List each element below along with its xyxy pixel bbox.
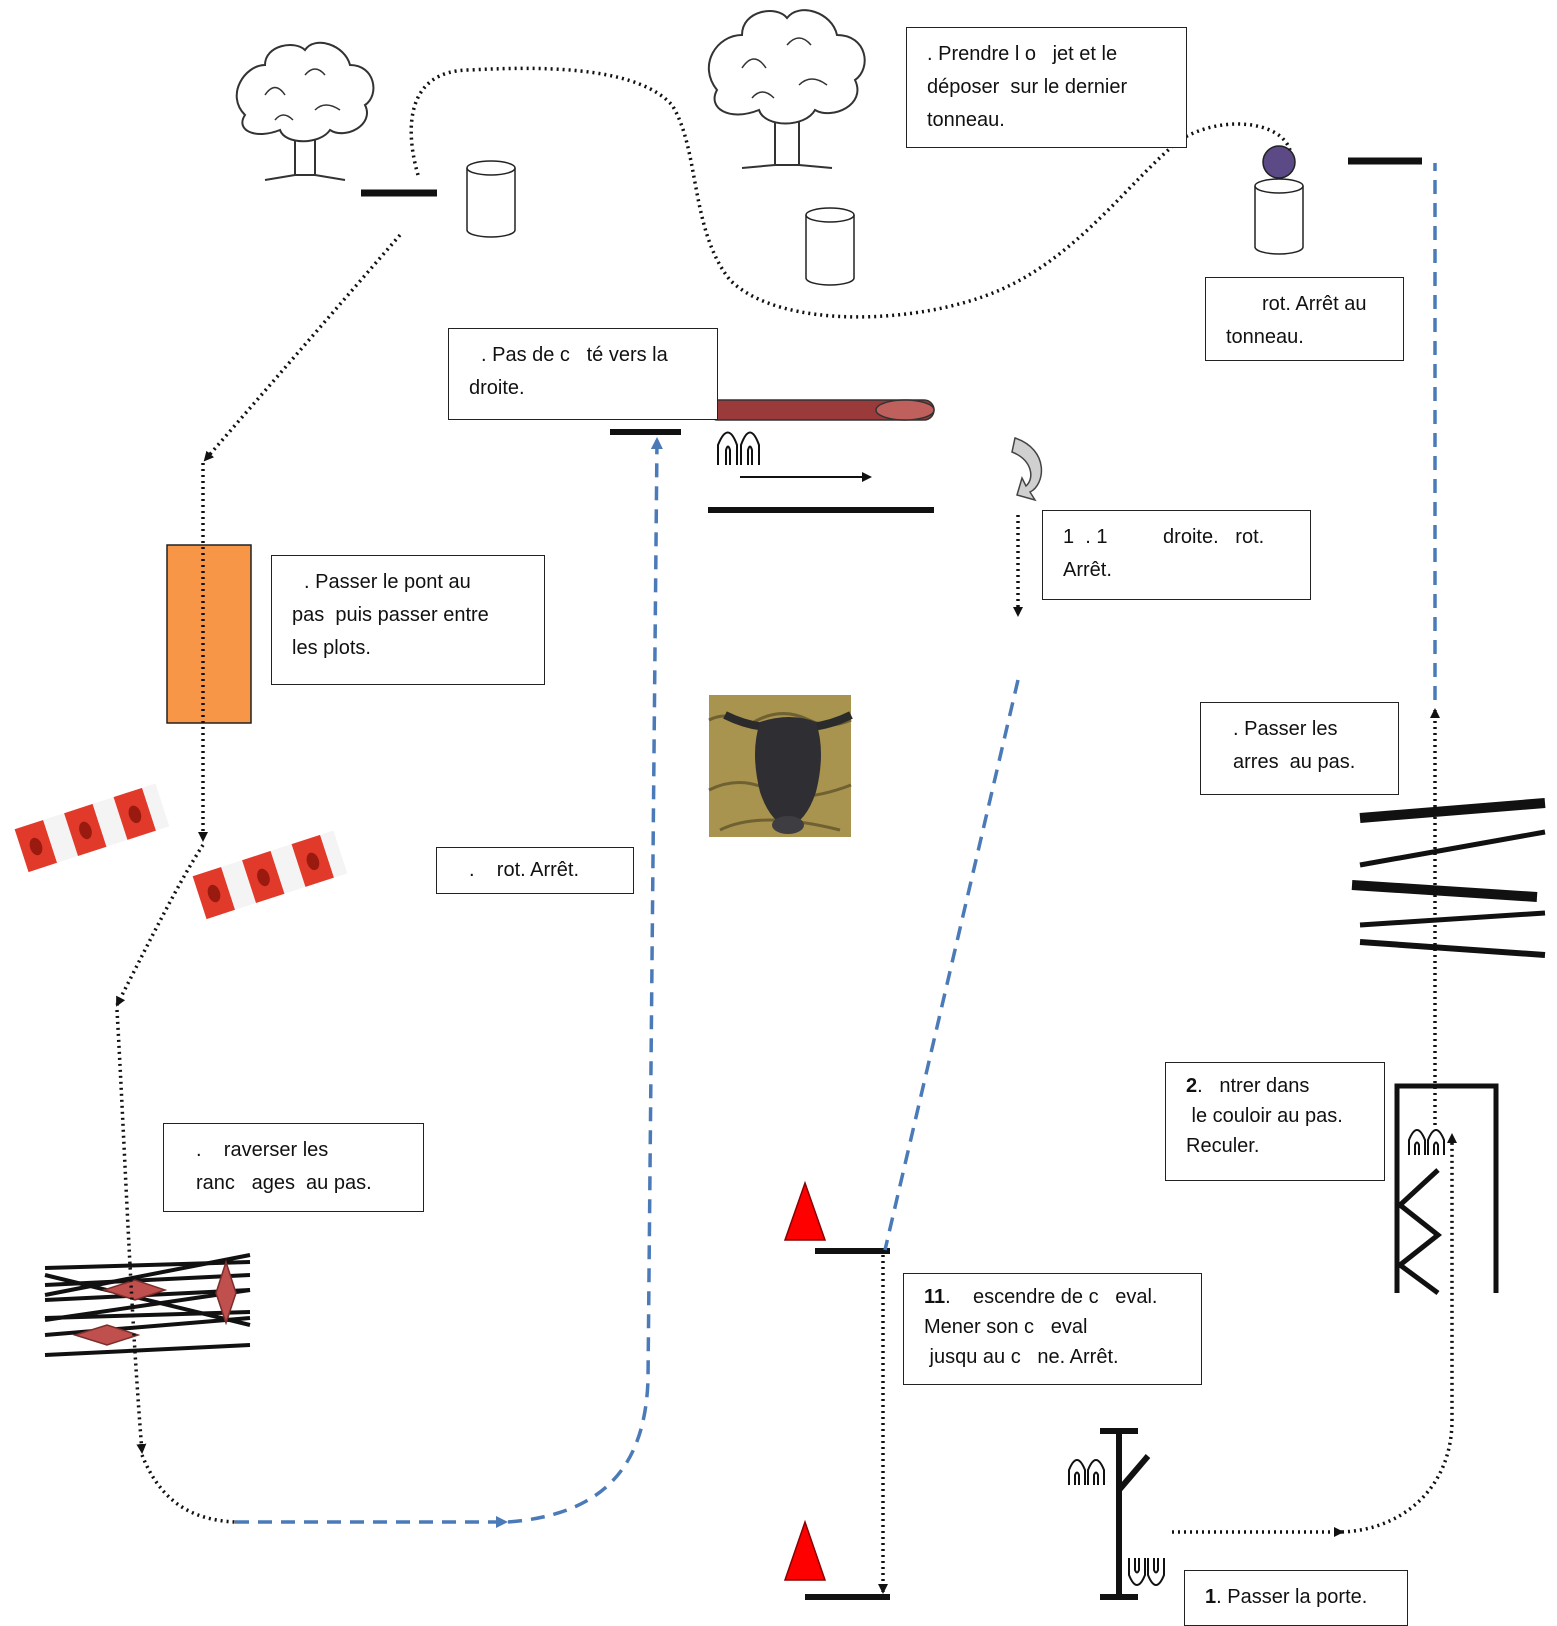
instruction-step-1: 1. Passer la porte. [1184, 1570, 1408, 1626]
instruction-line: jusqu au c ne. Arrêt. [924, 1346, 1119, 1368]
barrel-icon [1254, 178, 1304, 255]
instruction-line: pas puis passer entre [292, 604, 489, 626]
instruction-text: . Passer la porte. [1216, 1586, 1368, 1608]
instruction-line: rot. Arrêt au [1262, 293, 1367, 315]
instruction-trot-stop-barrel: rot. Arrêt au tonneau. [1205, 277, 1404, 361]
instruction-line: 1 . 1 droite. rot. [1063, 526, 1265, 548]
instruction-line: . Prendre l o jet et le [927, 43, 1118, 65]
instruction-take-object: . Prendre l o jet et le déposer sur le d… [906, 27, 1187, 148]
instruction-line: 2. ntrer dans [1186, 1071, 1384, 1101]
instruction-line: Mener son c eval [924, 1316, 1088, 1338]
instruction-trot-stop: . rot. Arrêt. [436, 847, 634, 894]
barrel-icon [805, 207, 855, 286]
instruction-pass-poles: . Passer les arres au pas. [1200, 702, 1399, 795]
instruction-cross-branches: . raverser les ranc ages au pas. [163, 1123, 424, 1212]
instruction-line: Reculer. [1186, 1135, 1260, 1157]
horse-hoof-icon [1068, 1459, 1105, 1485]
bull-head-image [708, 695, 853, 837]
ball-object-icon [1262, 145, 1296, 179]
instruction-line: ranc ages au pas. [196, 1172, 372, 1194]
gate-icon [1100, 1428, 1151, 1600]
step-number: 11 [924, 1286, 946, 1308]
tree-icon [707, 9, 866, 169]
branches-icon [44, 1253, 251, 1357]
log-icon [707, 399, 935, 421]
diamond-marker-icon [101, 1279, 168, 1301]
instruction-side-step: . Pas de c té vers la droite. [448, 328, 718, 420]
instruction-line: . rot. Arrêt. [469, 859, 580, 881]
poles-icon [1351, 798, 1546, 958]
diamond-marker-icon [215, 1259, 237, 1326]
instruction-line: les plots. [292, 637, 371, 659]
cone-icon [783, 1519, 827, 1581]
instruction-line: déposer sur le dernier [927, 76, 1128, 98]
bridge-rect [166, 544, 252, 724]
step-number: 1 [1205, 1586, 1217, 1608]
instruction-circle-right: 1 . 1 droite. rot. Arrêt. [1042, 510, 1311, 600]
instruction-line: arres au pas. [1233, 751, 1356, 773]
instruction-text: . escendre de c eval. [945, 1286, 1158, 1308]
instruction-line: droite. [469, 377, 525, 399]
instruction-line: tonneau. [1226, 326, 1304, 348]
instruction-line: 1. Passer la porte. [1205, 1581, 1407, 1614]
diamond-marker-icon [72, 1324, 141, 1346]
horse-hoof-icon [717, 431, 760, 465]
instruction-line: . Pas de c té vers la [481, 344, 668, 366]
barrier-icon [14, 783, 170, 873]
step-number: 2 [1186, 1075, 1198, 1097]
instruction-line: 11. escendre de c eval. [924, 1282, 1201, 1312]
instruction-step-2: 2. ntrer dans le couloir au pas. Reculer… [1165, 1062, 1385, 1181]
instruction-line: Arrêt. [1063, 559, 1112, 581]
instruction-step-11: 11. escendre de c eval. Mener son c eval… [903, 1273, 1202, 1385]
instruction-line: . raverser les [196, 1139, 329, 1161]
corridor-icon [1394, 1083, 1499, 1296]
instruction-line: le couloir au pas. [1186, 1105, 1343, 1127]
barrier-icon [192, 830, 348, 920]
instruction-line: . Passer les [1233, 718, 1338, 740]
horse-hoof-icon [1128, 1558, 1165, 1586]
walk-path [115, 66, 1457, 1594]
cone-icon [783, 1180, 827, 1241]
trot-path [235, 163, 1437, 1528]
turn-arrow-icon [1011, 437, 1043, 502]
instruction-text: . ntrer dans [1197, 1075, 1310, 1097]
horse-hoof-icon [1408, 1129, 1445, 1155]
instruction-line: . Passer le pont au [304, 571, 471, 593]
instruction-line: tonneau. [927, 109, 1005, 131]
tree-icon [235, 41, 375, 181]
instruction-bridge-plots: . Passer le pont au pas puis passer entr… [271, 555, 545, 685]
barrel-icon [466, 160, 516, 238]
